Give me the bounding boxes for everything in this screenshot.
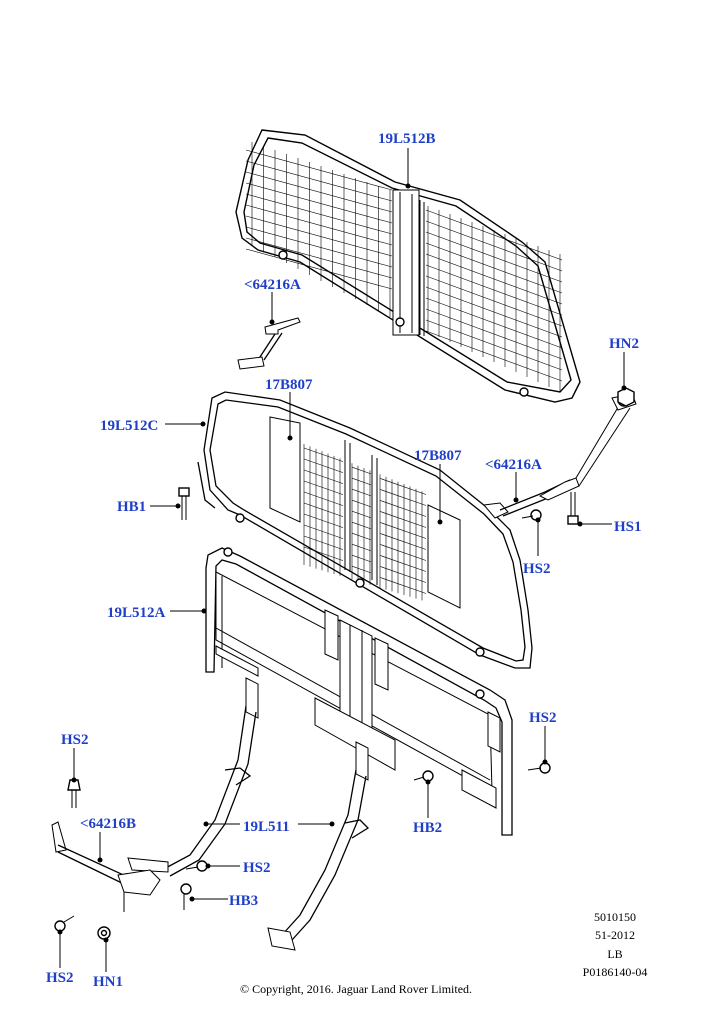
copyright: © Copyright, 2016. Jaguar Land Rover Lim… bbox=[240, 982, 472, 996]
label-64216A-top: <64216A bbox=[244, 277, 301, 293]
fastener-hn1 bbox=[97, 926, 111, 940]
strut-left bbox=[127, 677, 259, 877]
info-line-2: 51-2012 bbox=[595, 928, 635, 942]
label-19L512A: 19L512A bbox=[107, 605, 166, 621]
fastener-hs2-bottom bbox=[185, 860, 208, 872]
fastener-hb2 bbox=[413, 770, 434, 782]
label-HS2-far-right: HS2 bbox=[529, 710, 557, 726]
label-HS2-left: HS2 bbox=[61, 732, 89, 748]
label-64216A-right: <64216A bbox=[485, 457, 542, 473]
label-HB2: HB2 bbox=[413, 820, 442, 836]
fastener-hs2-left bbox=[67, 779, 81, 808]
fastener-hb1 bbox=[178, 487, 190, 520]
info-line-4: P0186140-04 bbox=[583, 965, 648, 979]
label-HS2-right: HS2 bbox=[523, 561, 551, 577]
middle-frame bbox=[197, 391, 533, 669]
label-17B807-right: 17B807 bbox=[414, 448, 462, 464]
fastener-hn2 bbox=[617, 387, 635, 407]
fastener-hs1 bbox=[567, 492, 579, 525]
leader-lines bbox=[57, 148, 627, 972]
info-line-3: LB bbox=[607, 947, 622, 961]
label-HB1: HB1 bbox=[117, 499, 146, 515]
fastener-hs2-bottom-left bbox=[54, 915, 75, 932]
label-HB3: HB3 bbox=[229, 893, 258, 909]
bracket-bottom bbox=[51, 821, 161, 912]
top-dog-guard bbox=[235, 129, 581, 403]
lower-frame bbox=[205, 547, 513, 836]
label-17B807-left: 17B807 bbox=[265, 377, 313, 393]
label-HN1: HN1 bbox=[93, 974, 123, 990]
label-HN2: HN2 bbox=[609, 336, 639, 352]
label-64216B: <64216B bbox=[80, 816, 136, 832]
label-HS2-bottom: HS2 bbox=[243, 860, 271, 876]
label-HS2-bottom-left: HS2 bbox=[46, 970, 74, 986]
fastener-hs2-far-right bbox=[527, 762, 551, 774]
label-19L512C: 19L512C bbox=[100, 418, 158, 434]
fastener-hb3 bbox=[180, 883, 192, 910]
bracket-right bbox=[483, 393, 637, 519]
bracket-top bbox=[237, 317, 301, 370]
info-line-1: 5010150 bbox=[594, 910, 636, 924]
label-HS1: HS1 bbox=[614, 519, 642, 535]
label-19L512B: 19L512B bbox=[378, 131, 436, 147]
label-19L511: 19L511 bbox=[243, 819, 290, 835]
strut-right bbox=[267, 741, 370, 951]
